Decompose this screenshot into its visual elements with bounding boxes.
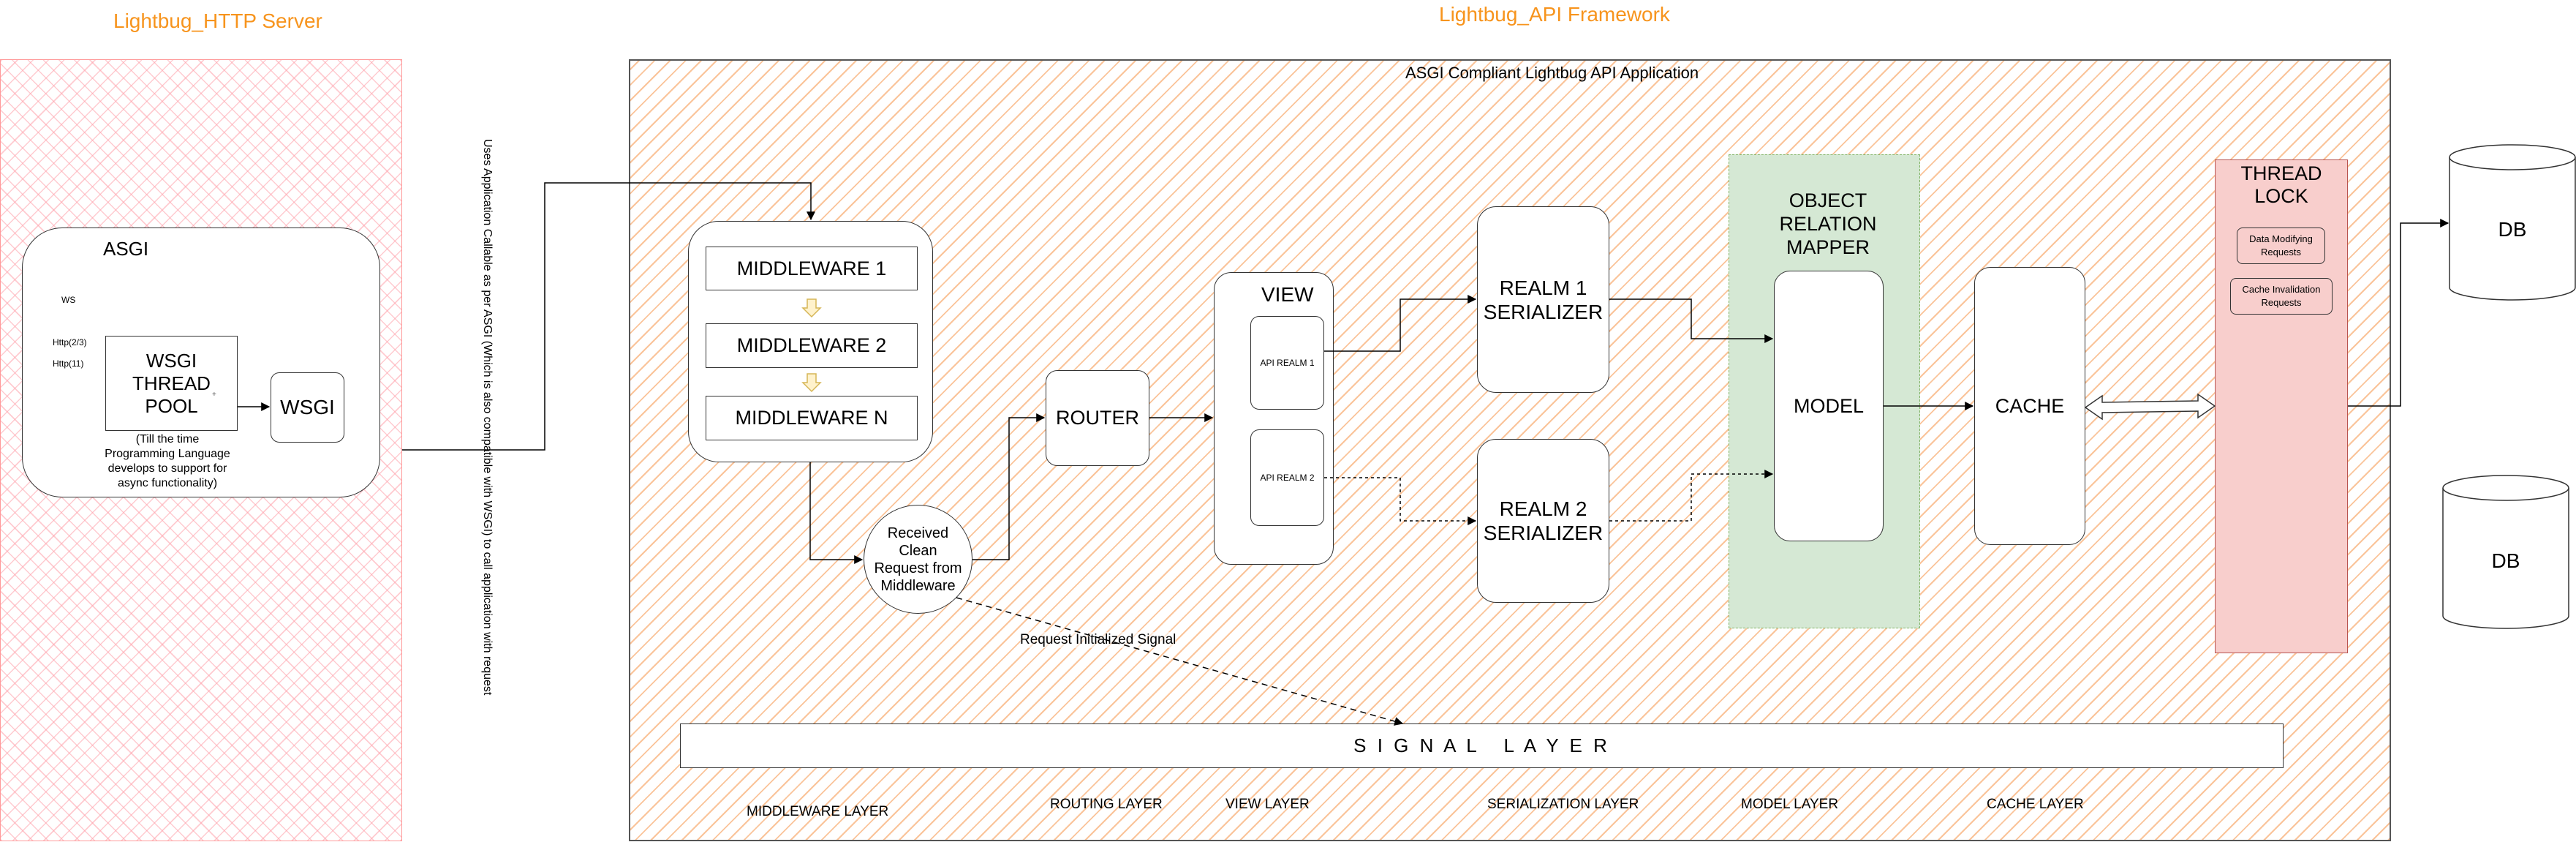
cache-layer-label: CACHE LAYER [1987, 797, 2084, 812]
asgi-app-title: ASGI Compliant Lightbug API Application [1405, 64, 1699, 82]
db-1-label: DB [2498, 218, 2527, 241]
realm-2-serializer: REALM 2 SERIALIZER [1477, 439, 1609, 603]
http23-label: Http(2/3) [53, 337, 87, 347]
middleware-1: MIDDLEWARE 1 [706, 247, 918, 290]
view-layer-label: VIEW LAYER [1225, 797, 1310, 812]
api-realm-1: API REALM 1 [1250, 316, 1324, 410]
wsgi-box: WSGI [271, 372, 344, 443]
cache-invalidation-requests: Cache Invalidation Requests [2230, 278, 2333, 315]
db-2-label: DB [2491, 549, 2520, 572]
routing-layer-label: ROUTING LAYER [1050, 797, 1163, 812]
api-realm-2: API REALM 2 [1250, 429, 1324, 526]
middleware-n: MIDDLEWARE N [706, 396, 918, 440]
http11-label: Http(11) [53, 358, 84, 369]
signal-layer: S I G N A L L A Y E R [680, 723, 2284, 768]
serialization-layer-label: SERIALIZATION LAYER [1487, 797, 1639, 812]
cache-node: CACHE [1974, 267, 2085, 545]
model-node: MODEL [1774, 271, 1884, 541]
application-callable-note: Uses Application Callable as per ASGI (W… [481, 139, 494, 696]
middleware-layer-label: MIDDLEWARE LAYER [747, 804, 889, 819]
http-server-title: Lightbug_HTTP Server [113, 10, 322, 32]
api-framework-title: Lightbug_API Framework [1439, 3, 1670, 26]
ws-label: WS [61, 295, 76, 305]
received-request-node: Received Clean Request from Middleware [864, 505, 972, 614]
orm-label: OBJECT RELATION MAPPER [1779, 189, 1877, 258]
thread-lock-label: THREAD LOCK [2240, 162, 2322, 207]
model-layer-label: MODEL LAYER [1741, 797, 1839, 812]
wsgi-thread-pool: WSGI THREAD POOL [105, 336, 238, 431]
view-label: VIEW [1261, 283, 1314, 306]
thread-pool-note: (Till the time Programming Language deve… [105, 433, 230, 489]
asgi-label: ASGI [103, 238, 149, 260]
signal-edge-label: Request Initialized Signal [1020, 632, 1176, 648]
middleware-2: MIDDLEWARE 2 [706, 323, 918, 368]
realm-1-serializer: REALM 1 SERIALIZER [1477, 206, 1609, 393]
data-modifying-requests: Data Modifying Requests [2237, 228, 2325, 264]
router-node: ROUTER [1046, 370, 1149, 466]
